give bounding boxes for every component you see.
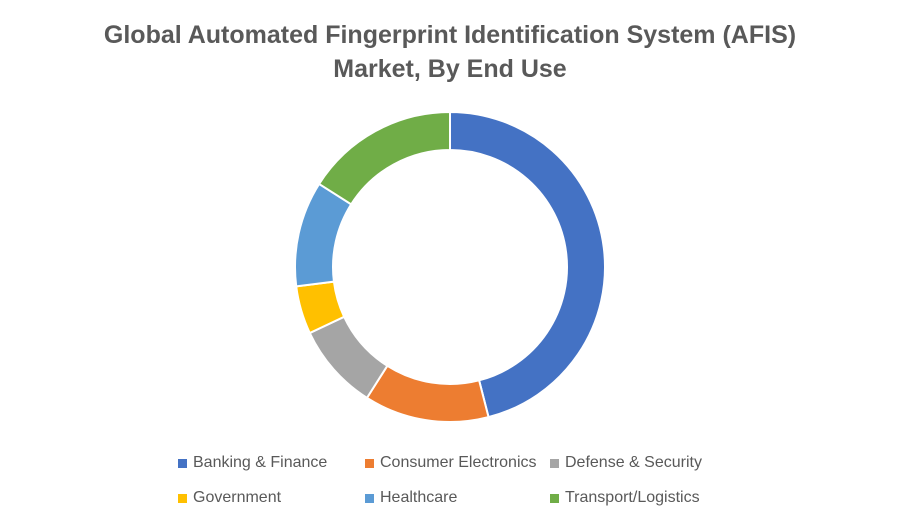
legend-label: Transport/Logistics (565, 489, 700, 506)
legend-swatch (178, 458, 187, 468)
legend-swatch (550, 493, 559, 503)
legend-label: Healthcare (380, 489, 458, 506)
legend-label: Consumer Electronics (380, 454, 537, 471)
legend-swatch (178, 493, 187, 503)
chart-title-line-1: Global Automated Fingerprint Identificat… (103, 21, 797, 49)
legend-item-government[interactable]: Government (178, 489, 281, 507)
legend-swatch (365, 458, 374, 468)
donut-slice-consumer-electronics[interactable] (365, 364, 490, 423)
legend-item-banking-finance[interactable]: Banking & Finance (178, 454, 327, 472)
donut-slice-transport-logistics[interactable] (317, 110, 451, 206)
donut-slice-banking-finance[interactable] (449, 110, 606, 419)
legend-label: Banking & Finance (193, 454, 328, 471)
chart-title-line-2: Market, By End Use (333, 55, 567, 83)
chart-title: Global Automated Fingerprint Identificat… (0, 18, 900, 86)
legend-item-consumer-electronics[interactable]: Consumer Electronics (365, 454, 537, 472)
legend-item-healthcare[interactable]: Healthcare (365, 489, 457, 507)
legend-swatch (365, 493, 374, 503)
legend-label: Government (193, 489, 282, 506)
legend-label: Defense & Security (565, 454, 702, 471)
donut-slice-defense-security[interactable] (308, 315, 389, 400)
legend-swatch (550, 458, 559, 468)
legend-item-transport-logistics[interactable]: Transport/Logistics (550, 489, 700, 507)
legend-item-defense-security[interactable]: Defense & Security (550, 454, 702, 472)
